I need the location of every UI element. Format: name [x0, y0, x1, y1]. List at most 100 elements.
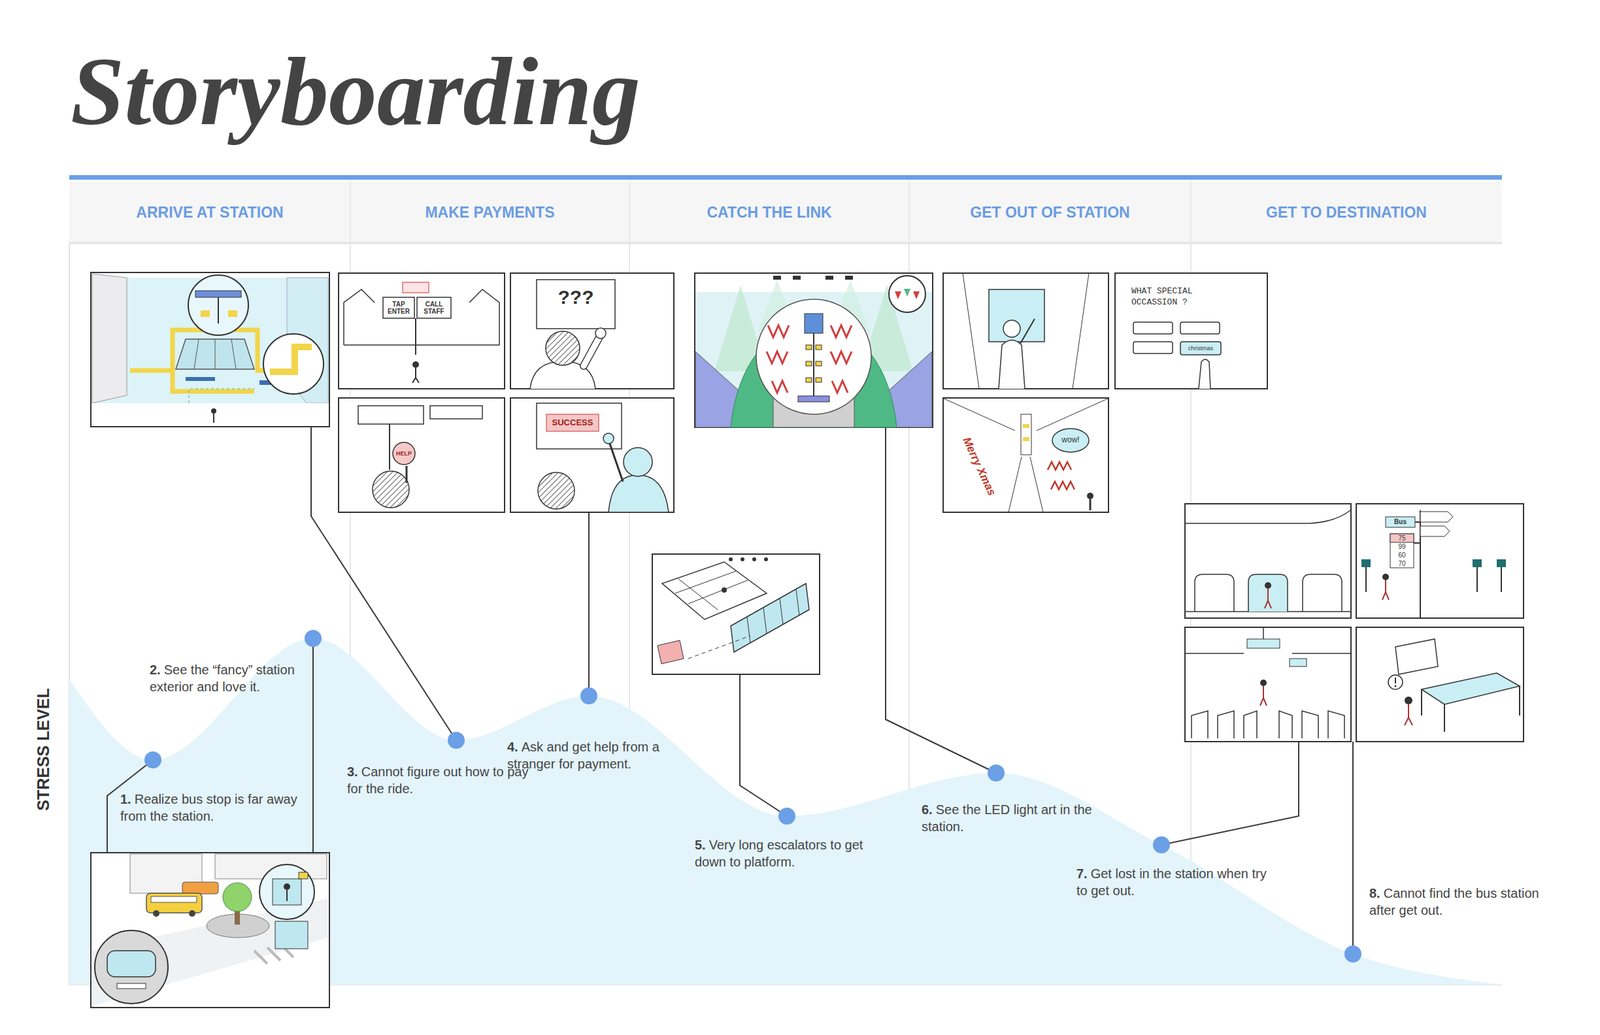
sketch-line: [286, 890, 288, 902]
sketch-circle: [372, 471, 410, 508]
sketch-circle: [728, 557, 733, 562]
bubble-text: HELP: [393, 443, 415, 465]
sketch-rect: [298, 872, 308, 880]
sketch-circle: [756, 299, 872, 415]
stress-dot: [778, 807, 796, 825]
page-title: Storyboarding: [70, 43, 641, 140]
sketch-rect: [1133, 322, 1173, 334]
leader-line: [107, 760, 153, 853]
sketch-rect: [195, 290, 242, 298]
sketch-path: [609, 443, 623, 482]
sketch-line: [1413, 542, 1421, 544]
sketch-circle: [1382, 573, 1389, 581]
sketch-rect: [804, 313, 823, 334]
sketch-rect: [1180, 322, 1220, 334]
sketch-line: [1365, 567, 1367, 593]
sketch-rect: [1390, 533, 1414, 568]
sketch-polygon: [1421, 673, 1520, 705]
sketch-line: [213, 413, 215, 423]
sketch-circle: [188, 275, 249, 336]
callout-number: 3.: [347, 764, 359, 780]
sketch-rect: [228, 310, 238, 317]
sketch-rect: [1115, 273, 1268, 389]
stage-header: GET OUT OF STATION: [909, 181, 1191, 244]
sketch-rect: [182, 882, 219, 895]
stress-note: Cannot find the bus station after get ou…: [1369, 886, 1540, 918]
sketch-line: [747, 616, 751, 644]
sketch-rect: [92, 403, 329, 426]
stress-note-block: 2.See the “fancy” station exterior and l…: [149, 661, 302, 696]
callout-number: 2.: [149, 662, 161, 678]
sketch-line: [69, 242, 1502, 245]
stress-note: Cannot figure out how to pay for the rid…: [347, 764, 529, 797]
sketch-rect: [146, 893, 202, 914]
sketch-rect: [185, 377, 216, 382]
sketch-rect: [116, 983, 146, 989]
sketch-circle: [392, 442, 416, 465]
sketch-rect: [1390, 533, 1414, 543]
sketch-rect: [200, 310, 210, 317]
sketch-panel: [1356, 627, 1524, 742]
sketch-ellipse: [1052, 428, 1089, 453]
stress-note: Ask and get help from a stranger for pay…: [507, 739, 660, 772]
leader-line: [311, 426, 457, 741]
sketch-rect: [546, 414, 599, 432]
sketch-rect: [383, 297, 415, 319]
sketch-line: [796, 589, 800, 616]
stage-header: MAKE PAYMENTS: [350, 181, 630, 244]
sketch-line: [254, 950, 268, 965]
sketch-rect: [825, 275, 834, 280]
sketch-polygon: [657, 640, 684, 665]
sketch-rect: [798, 396, 830, 402]
sketch-path: [412, 367, 419, 384]
sketch-rect: [815, 345, 822, 350]
sketch-rect: [694, 273, 933, 428]
sketch-path: [830, 325, 852, 393]
stress-dot: [447, 732, 465, 750]
stress-dot: [304, 630, 322, 648]
route-number: 99: [1390, 542, 1414, 551]
sketch-circle: [1404, 696, 1413, 705]
sketch-circle: [752, 557, 757, 562]
sketch-rect: [150, 896, 197, 903]
sketch-rect: [652, 554, 820, 675]
sketch-rect: [92, 277, 329, 404]
sketch-panel: [652, 554, 820, 675]
sketch-circle: [263, 333, 324, 395]
leader-line: [312, 638, 314, 853]
screen-text: SUCCESS: [546, 414, 599, 432]
sketch-rect: [90, 272, 330, 427]
sketch-panel: [510, 273, 674, 389]
sketch-rect: [358, 405, 424, 425]
sketch-circle: [721, 587, 727, 593]
stage-title: GET OUT OF STATION: [969, 203, 1130, 222]
sketch-rect: [338, 273, 505, 389]
sketch-path: [1264, 588, 1272, 609]
leader-lines: [107, 426, 1362, 963]
sketch-line: [231, 339, 236, 370]
sketch-rect: [510, 398, 674, 513]
stage-title: MAKE PAYMENTS: [424, 203, 555, 222]
stress-note: Realize bus stop is far away from the st…: [120, 792, 298, 824]
sketch-rect: [1184, 503, 1351, 619]
sign-text: Bus: [1385, 516, 1416, 528]
stress-note-block: 6.See the LED light art in the station.: [921, 801, 1105, 836]
sketch-panel: [943, 398, 1109, 513]
sketch-polyline: [269, 347, 312, 372]
sketch-rect: [107, 950, 156, 978]
sketch-circle: [603, 433, 614, 444]
route-number: 75: [1390, 533, 1414, 543]
sketch-rect: [416, 297, 451, 319]
sketch-path: [1198, 359, 1211, 389]
sketch-panel: [1184, 627, 1351, 742]
sketch-rect: [1472, 559, 1482, 568]
stress-dot: [1152, 836, 1170, 854]
sketch-rect: [402, 282, 429, 293]
sketch-path: [1302, 574, 1342, 612]
sketch-line: [678, 579, 718, 610]
sketch-circle: [211, 408, 217, 414]
sketch-rect: [1356, 627, 1524, 742]
sketch-rect: [1022, 424, 1030, 429]
sketch-circle: [537, 472, 575, 510]
sketch-path: [1382, 580, 1389, 600]
